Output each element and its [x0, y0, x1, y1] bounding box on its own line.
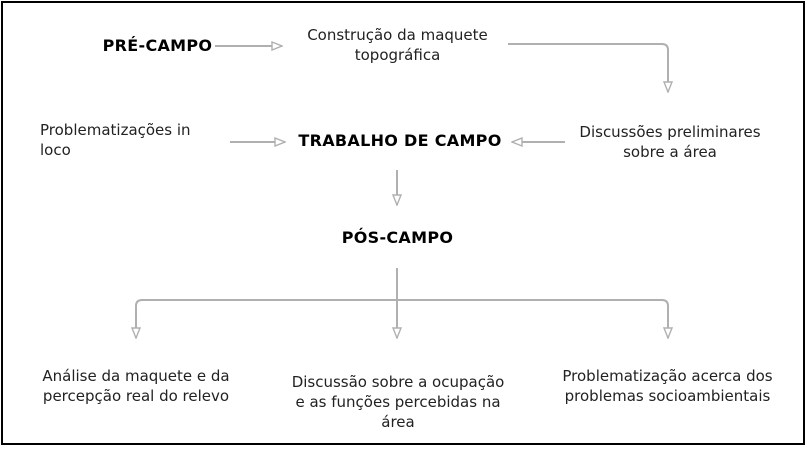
node-trabalho-de-campo: TRABALHO DE CAMPO — [298, 131, 502, 150]
node-discussoes-preliminares: Discussões preliminares sobre a área — [579, 123, 761, 161]
node-analise-maquete: Análise da maquete e da percepção real d… — [42, 367, 230, 405]
node-problematizacao-socioambientais: Problematização acerca dos problemas soc… — [562, 367, 773, 405]
node-pre-campo: PRÉ-CAMPO — [102, 36, 213, 55]
node-problematizacoes-in-loco: Problematizações in loco — [40, 121, 191, 159]
node-pos-campo: PÓS-CAMPO — [341, 228, 454, 247]
diagram-frame — [1, 1, 805, 445]
node-discussao-ocupacao: Discussão sobre a ocupação e as funções … — [291, 373, 505, 431]
arrow-construcao-to-discussoes — [508, 43, 668, 92]
node-construcao-maquete: Construção da maquete topográfica — [307, 26, 488, 64]
connector-pos-branches — [135, 299, 669, 336]
